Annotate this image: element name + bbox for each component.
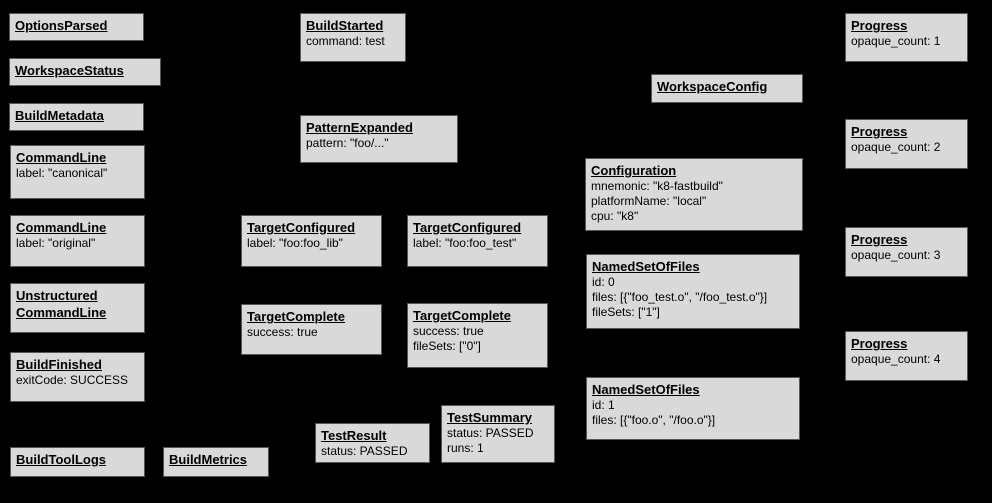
node-field: opaque_count: 2 bbox=[851, 140, 941, 154]
node-named-set-of-files-0: NamedSetOfFiles id: 0 files: [{"foo_test… bbox=[586, 254, 800, 329]
node-field: opaque_count: 1 bbox=[851, 34, 941, 48]
node-title: BuildToolLogs bbox=[16, 452, 107, 467]
node-title: TargetConfigured bbox=[247, 220, 356, 235]
node-title: CommandLine bbox=[16, 150, 107, 165]
node-pattern-expanded: PatternExpanded pattern: "foo/..." bbox=[300, 115, 458, 163]
node-target-complete-foo-lib: TargetComplete success: true bbox=[241, 304, 382, 355]
node-title: BuildFinished bbox=[16, 357, 102, 372]
node-field: fileSets: ["0"] bbox=[413, 339, 481, 353]
node-target-configured-foo-test: TargetConfigured label: "foo:foo_test" bbox=[407, 215, 548, 267]
node-title: BuildMetrics bbox=[169, 452, 248, 467]
node-title: Progress bbox=[851, 336, 908, 351]
node-title: TestResult bbox=[321, 428, 387, 443]
node-build-started: BuildStarted command: test bbox=[300, 13, 406, 62]
node-title: NamedSetOfFiles bbox=[592, 259, 700, 274]
node-progress-4: Progress opaque_count: 4 bbox=[845, 331, 968, 381]
node-field: cpu: "k8" bbox=[591, 209, 639, 223]
node-field: command: test bbox=[306, 34, 385, 48]
node-field: label: "original" bbox=[16, 236, 96, 250]
node-title: TargetComplete bbox=[247, 309, 345, 324]
node-title: WorkspaceConfig bbox=[657, 79, 768, 94]
node-title-line2: CommandLine bbox=[16, 305, 107, 320]
node-title: TargetComplete bbox=[413, 308, 511, 323]
node-field: runs: 1 bbox=[447, 441, 484, 455]
node-title: TestSummary bbox=[447, 410, 533, 425]
node-workspace-config: WorkspaceConfig bbox=[651, 74, 803, 103]
node-command-line-original: CommandLine label: "original" bbox=[10, 215, 145, 267]
node-field: status: PASSED bbox=[447, 426, 534, 440]
node-configuration: Configuration mnemonic: "k8-fastbuild" p… bbox=[585, 158, 803, 231]
node-named-set-of-files-1: NamedSetOfFiles id: 1 files: [{"foo.o", … bbox=[586, 377, 800, 440]
node-options-parsed: OptionsParsed bbox=[9, 13, 144, 41]
node-title: Progress bbox=[851, 232, 908, 247]
node-title: TargetConfigured bbox=[413, 220, 522, 235]
node-build-finished: BuildFinished exitCode: SUCCESS bbox=[10, 352, 145, 402]
node-field: fileSets: ["1"] bbox=[592, 305, 660, 319]
node-field: id: 1 bbox=[592, 398, 615, 412]
node-build-metadata: BuildMetadata bbox=[9, 103, 144, 131]
node-field: opaque_count: 4 bbox=[851, 352, 941, 366]
node-unstructured-command-line: Unstructured CommandLine bbox=[10, 283, 145, 333]
node-progress-3: Progress opaque_count: 3 bbox=[845, 227, 968, 277]
node-title: BuildStarted bbox=[306, 18, 384, 33]
node-title: Progress bbox=[851, 18, 908, 33]
node-target-configured-foo-lib: TargetConfigured label: "foo:foo_lib" bbox=[241, 215, 382, 267]
node-command-line-canonical: CommandLine label: "canonical" bbox=[10, 145, 145, 199]
node-field: label: "foo:foo_lib" bbox=[247, 236, 343, 250]
node-field: opaque_count: 3 bbox=[851, 248, 941, 262]
node-field: label: "foo:foo_test" bbox=[413, 236, 517, 250]
node-title: Progress bbox=[851, 124, 908, 139]
node-title: Unstructured bbox=[16, 288, 98, 303]
node-field: success: true bbox=[247, 325, 318, 339]
node-workspace-status: WorkspaceStatus bbox=[9, 58, 161, 86]
node-field: mnemonic: "k8-fastbuild" bbox=[591, 179, 723, 193]
node-build-metrics: BuildMetrics bbox=[163, 447, 269, 477]
node-title: CommandLine bbox=[16, 220, 107, 235]
node-title: WorkspaceStatus bbox=[15, 63, 124, 78]
node-field: exitCode: SUCCESS bbox=[16, 373, 129, 387]
node-progress-1: Progress opaque_count: 1 bbox=[845, 13, 968, 62]
node-field: id: 0 bbox=[592, 275, 615, 289]
node-field: files: [{"foo.o", "/foo.o"}] bbox=[592, 413, 716, 427]
node-test-summary: TestSummary status: PASSED runs: 1 bbox=[441, 405, 555, 463]
node-title: OptionsParsed bbox=[15, 18, 108, 33]
node-field: platformName: "local" bbox=[591, 194, 707, 208]
node-field: pattern: "foo/..." bbox=[306, 136, 389, 150]
node-title: NamedSetOfFiles bbox=[592, 382, 700, 397]
node-field: success: true bbox=[413, 324, 484, 338]
node-field: status: PASSED bbox=[321, 444, 408, 458]
node-title: PatternExpanded bbox=[306, 120, 413, 135]
node-title: Configuration bbox=[591, 163, 677, 178]
node-field: files: [{"foo_test.o", "/foo_test.o"}] bbox=[592, 290, 768, 304]
node-build-tool-logs: BuildToolLogs bbox=[10, 447, 145, 477]
node-title: BuildMetadata bbox=[15, 108, 104, 123]
node-field: label: "canonical" bbox=[16, 166, 108, 180]
node-progress-2: Progress opaque_count: 2 bbox=[845, 119, 968, 169]
node-target-complete-foo-test: TargetComplete success: true fileSets: [… bbox=[407, 303, 548, 368]
node-test-result: TestResult status: PASSED bbox=[315, 423, 430, 463]
